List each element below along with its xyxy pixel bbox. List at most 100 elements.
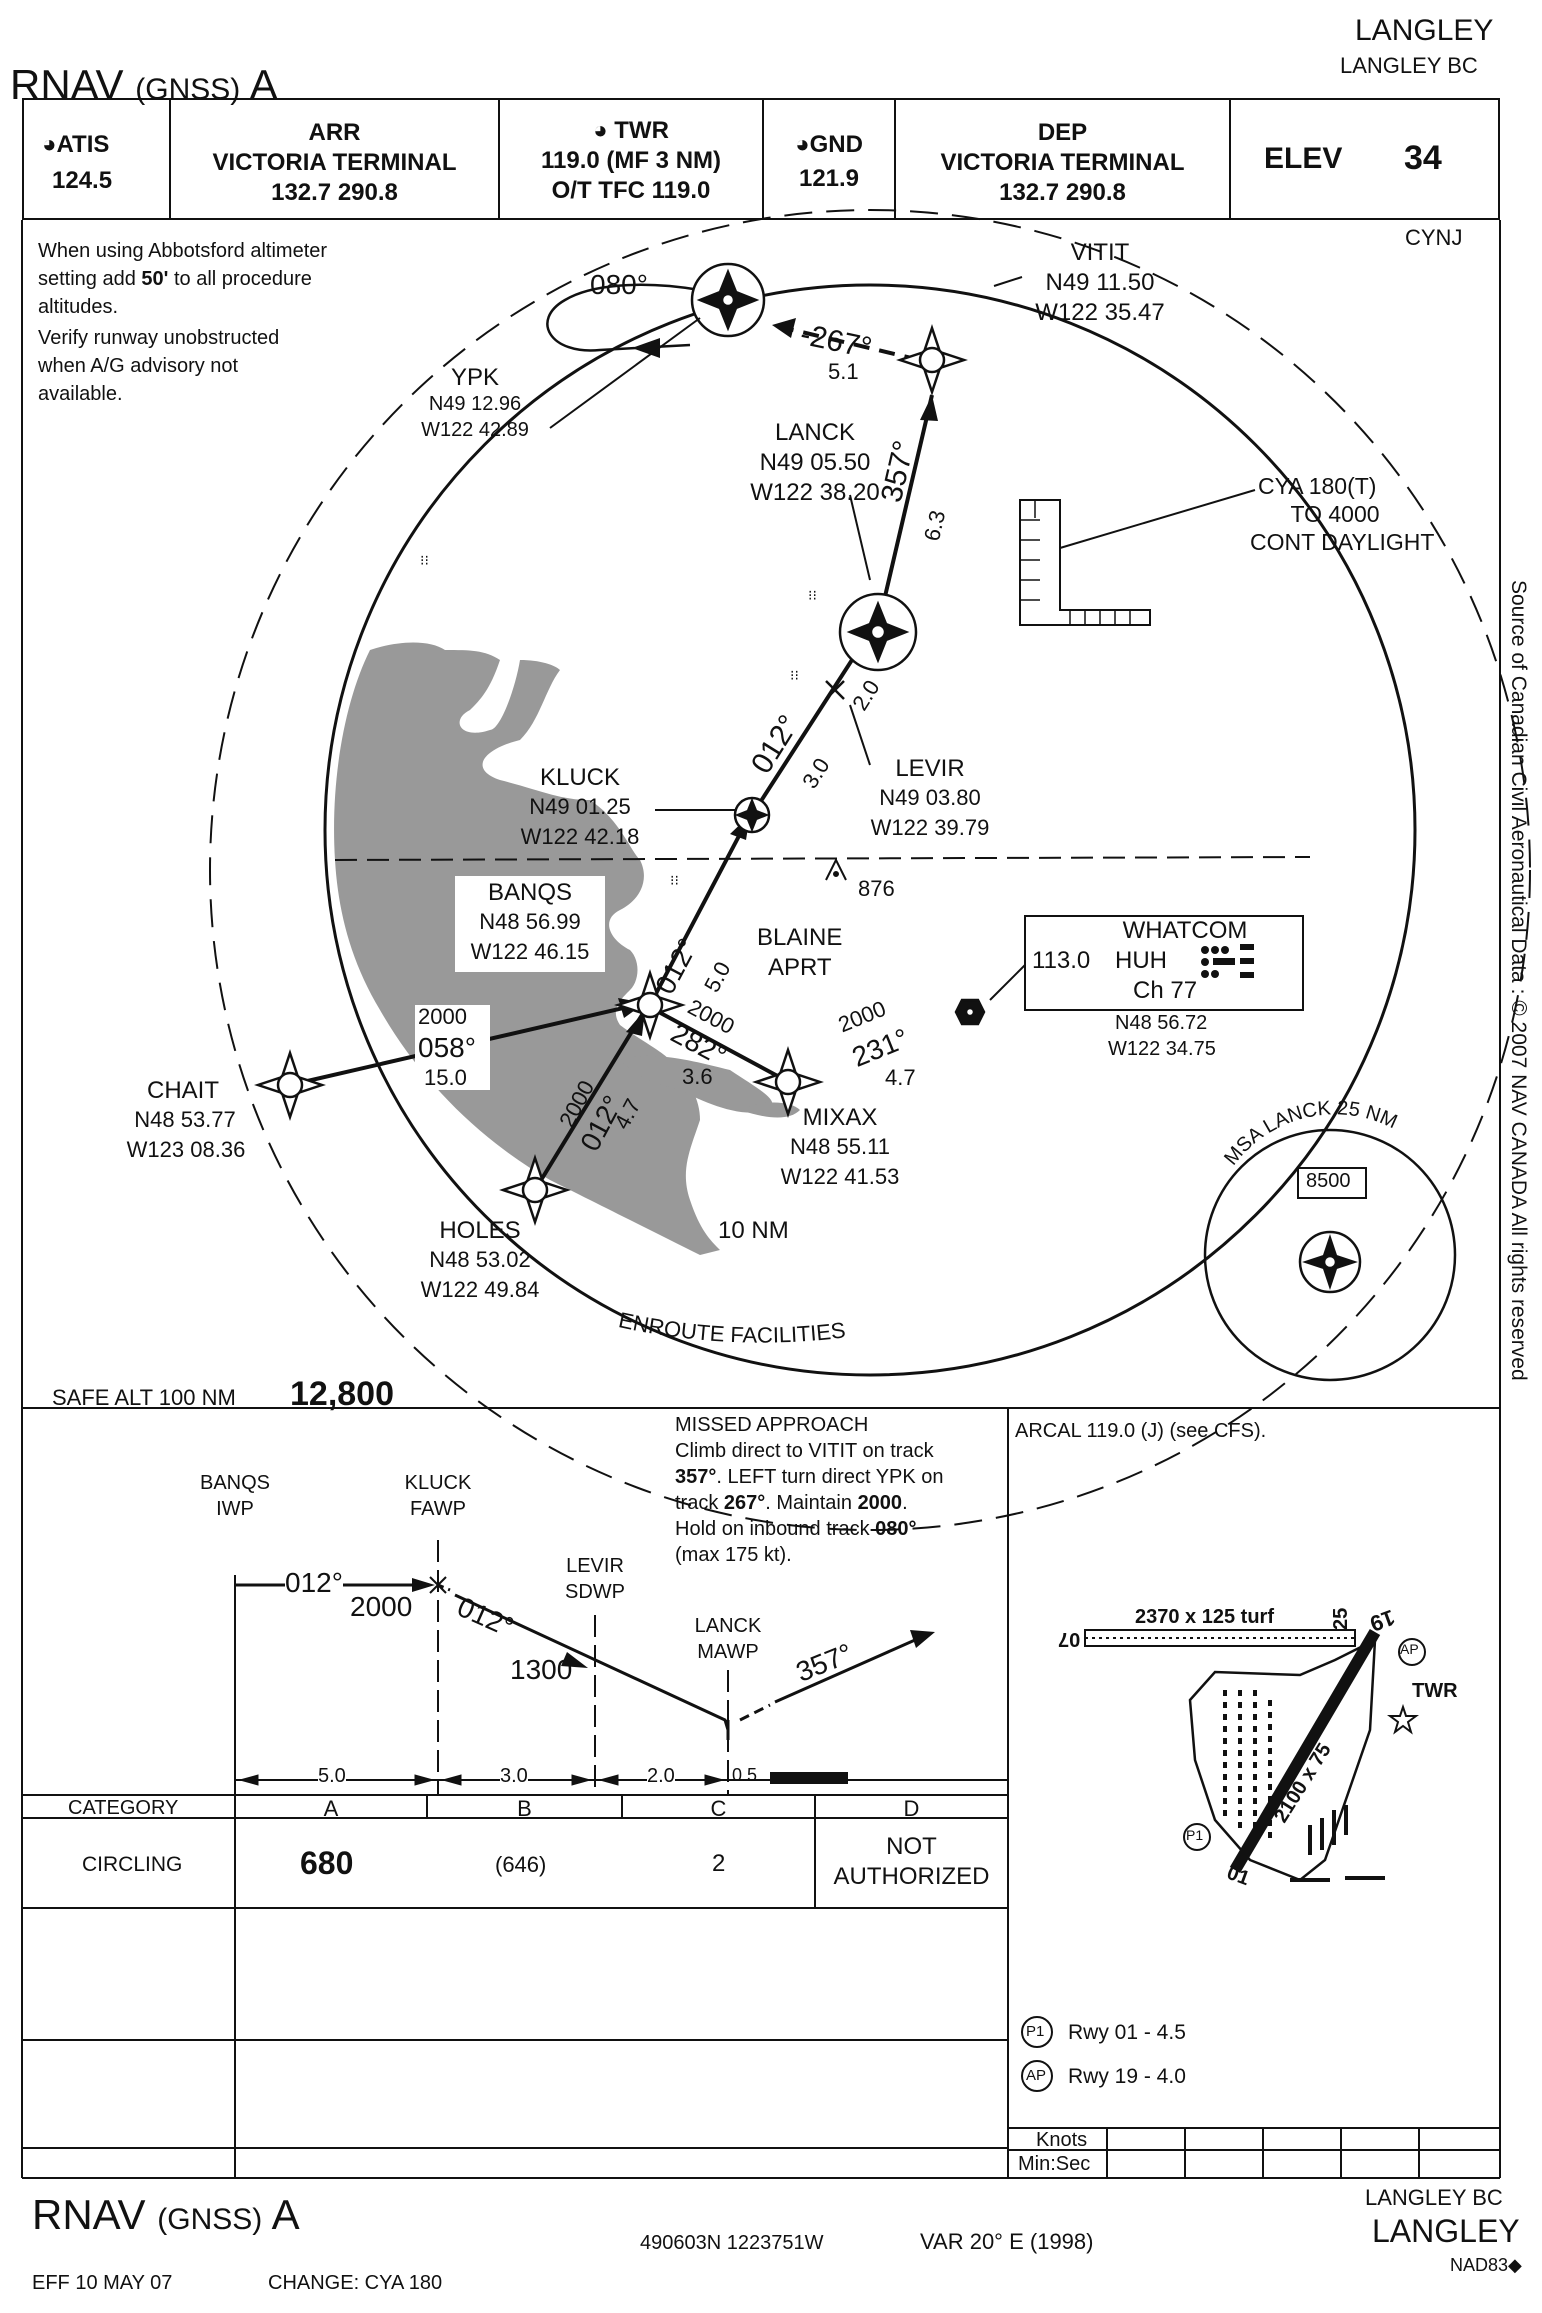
aerodrome-diagram	[1084, 1628, 1426, 1882]
vitit-lat: N49 11.50	[1045, 269, 1155, 296]
ap-runway-text: Rwy 19 - 4.0	[1068, 2065, 1186, 2088]
holes-lon: W122 49.84	[420, 1277, 540, 1302]
category-a: A	[323, 1796, 339, 1821]
mixax-lat: N48 55.11	[790, 1134, 890, 1159]
footer-effective: EFF 10 MAY 07	[32, 2272, 173, 2294]
profile-lanck: LANCK	[694, 1615, 762, 1637]
svg-text:⁝⁝: ⁝⁝	[808, 589, 817, 605]
note-altimeter-1: When using Abbotsford altimeter	[38, 240, 328, 262]
ypk-lat: N49 12.96	[428, 393, 522, 415]
fix-symbols	[254, 262, 986, 1226]
gnd-cell: ◕GND 121.9	[764, 100, 896, 218]
land-mass	[334, 642, 800, 1255]
profile-dist-1: 5.0	[318, 1765, 346, 1787]
turf-runway-size: 2370 x 125 turf	[1135, 1606, 1274, 1628]
whatcom-leg-distance: 4.7	[885, 1065, 916, 1090]
footer-region: LANGLEY BC	[1365, 2185, 1503, 2210]
border-line	[334, 856, 1311, 861]
enroute-label: ENROUTE FACILITIES	[616, 1307, 846, 1347]
missed-line-2: 357°. LEFT turn direct YPK on	[675, 1466, 944, 1488]
banqs-label-box	[455, 876, 605, 972]
msa-label: MSA LANCK 25 NM	[1220, 1097, 1400, 1169]
chait-leg-label-box	[415, 1005, 490, 1090]
profile-lanck-type: MAWP	[697, 1641, 759, 1663]
category-d: D	[903, 1796, 920, 1821]
safe-alt-value: 12,800	[290, 1375, 394, 1413]
chait-lat: N48 53.77	[134, 1107, 236, 1132]
rwy-07: 07	[1058, 1628, 1081, 1650]
kluck-lat: N49 01.25	[529, 794, 631, 819]
whatcom-name: WHATCOM	[1122, 917, 1248, 944]
diamond-icon: ◆	[1508, 2255, 1522, 2275]
chait-name: CHAIT	[147, 1077, 219, 1104]
msa-circle	[1203, 1128, 1457, 1382]
circling-vis: 2	[712, 1850, 726, 1877]
lanck-name: LANCK	[774, 419, 856, 446]
lanck-lat: N49 05.50	[759, 449, 871, 476]
banqs-fix-icon	[614, 969, 686, 1041]
whatcom-lat: N48 56.72	[1115, 1012, 1208, 1034]
footer-coords: 490603N 1223751W	[640, 2232, 824, 2254]
frame	[21, 220, 1501, 2179]
knots-label: Knots	[1036, 2129, 1088, 2151]
note-runway-3: available.	[38, 383, 123, 405]
cat-d-authorized: AUTHORIZED	[833, 1863, 990, 1890]
note-runway-1: Verify runway unobstructed	[38, 327, 280, 349]
morse-icon	[1201, 944, 1254, 978]
cya-line-3: CONT DAYLIGHT	[1250, 529, 1435, 555]
holes-fix-icon	[499, 1154, 571, 1226]
footer-change: CHANGE: CYA 180	[268, 2272, 443, 2294]
mixax-name: MIXAX	[802, 1104, 878, 1131]
enroute-ring	[209, 209, 1531, 1531]
missed-distance: 5.1	[828, 359, 859, 384]
broadcast-icon: ◕	[593, 117, 615, 144]
hold-course: 080°	[590, 269, 648, 300]
profile-banqs: BANQS	[199, 1472, 271, 1494]
missed-line-3: track 267°. Maintain 2000.	[675, 1492, 908, 1514]
comm-box: ◕ATIS 124.5 ARR VICTORIA TERMINAL 132.7 …	[22, 98, 1500, 220]
icao-id: CYNJ	[1405, 225, 1463, 250]
profile-alt-1: 2000	[350, 1591, 413, 1622]
footer-city: LANGLEY	[1372, 2213, 1520, 2249]
profile-course-1: 012°	[285, 1567, 343, 1599]
holes-lat: N48 53.02	[429, 1247, 531, 1272]
p1-runway-text: Rwy 01 - 4.5	[1068, 2021, 1186, 2044]
profile-kluck: KLUCK	[404, 1472, 472, 1494]
whatcom-lon: W122 34.75	[1108, 1038, 1216, 1060]
category-label: CATEGORY	[68, 1797, 179, 1819]
profile-dist-2: 3.0	[500, 1765, 528, 1787]
category-c: C	[710, 1796, 727, 1821]
missed-line-4: Hold on inbound track 080°	[675, 1518, 917, 1540]
knots-table	[1008, 2127, 1500, 2178]
obstacle-elevation: 876	[858, 876, 895, 901]
cat-d-not: NOT	[886, 1833, 937, 1860]
levir-lat: N49 03.80	[879, 785, 981, 810]
ap-symbol: AP	[1026, 2067, 1047, 2084]
circling-mda: 680	[300, 1845, 354, 1881]
profile-kluck-type: FAWP	[410, 1498, 466, 1520]
ap-symbol-diagram: AP	[1400, 1641, 1419, 1657]
whatcom-freq: 113.0	[1032, 947, 1091, 974]
banqs-lon: W122 46.15	[470, 939, 590, 964]
vitit-fix-icon	[896, 324, 968, 396]
airport-region: LANGLEY BC	[1340, 53, 1478, 78]
dep-cell: DEP VICTORIA TERMINAL 132.7 290.8	[896, 100, 1231, 218]
elev-value: 34	[1404, 139, 1442, 177]
lanck-airport-icon	[838, 592, 918, 672]
arcal-note: ARCAL 119.0 (J) (see CFS).	[1015, 1420, 1267, 1442]
obstacle-icon	[825, 857, 847, 881]
svg-text:⁝⁝: ⁝⁝	[790, 669, 799, 685]
chait-leg-distance: 15.0	[424, 1065, 467, 1090]
profile-dist-4: 0.5	[732, 1765, 758, 1785]
banqs-lat: N48 56.99	[479, 909, 581, 934]
cya-line-2: TO 4000	[1290, 501, 1380, 527]
mixax-leg-distance: 3.6	[682, 1064, 713, 1089]
note-altimeter-3: altitudes.	[38, 296, 119, 318]
whatcom-ident: HUH	[1115, 947, 1167, 974]
banqs-name: BANQS	[487, 879, 573, 906]
footer-datum: NAD83◆	[1450, 2255, 1522, 2275]
mixax-lon: W122 41.53	[780, 1164, 900, 1189]
p1-symbol-diagram: P1	[1186, 1827, 1204, 1843]
footer-variation: VAR 20° E (1998)	[920, 2229, 1094, 2254]
